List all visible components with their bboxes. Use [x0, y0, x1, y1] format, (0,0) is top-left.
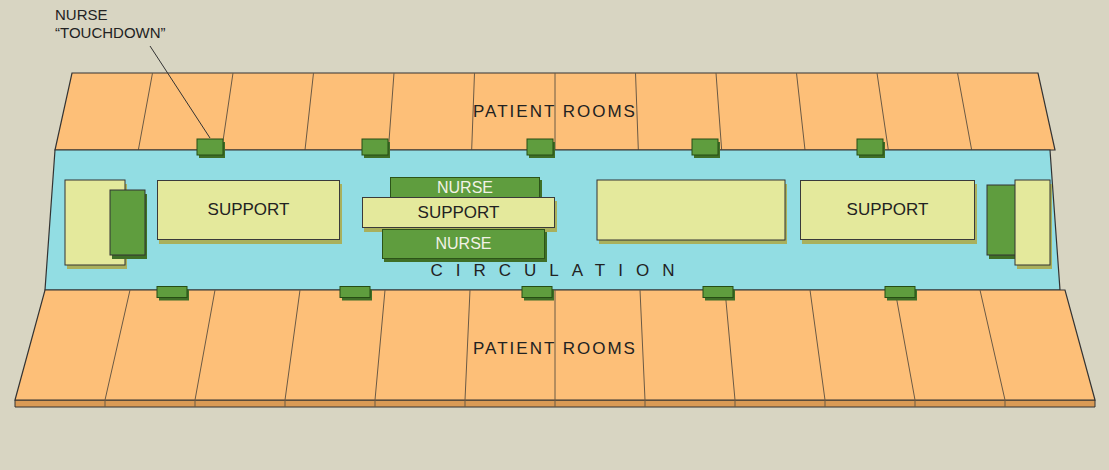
room-divider	[716, 73, 722, 150]
room-divider	[285, 290, 300, 400]
room-divider	[465, 400, 466, 407]
box-label: NURSE	[435, 235, 491, 253]
touchdown-side	[859, 142, 885, 158]
band-front-face	[15, 400, 1095, 407]
unlabelled-block	[110, 190, 145, 255]
room-divider	[375, 400, 376, 407]
touchdown-side	[694, 142, 720, 158]
room-divider	[105, 400, 106, 407]
room-divider	[222, 73, 233, 150]
band-surface	[55, 73, 1055, 150]
box-label: SUPPORT	[418, 203, 500, 223]
callout-label: NURSE “TOUCHDOWN”	[55, 6, 175, 42]
nurse-touchdown	[522, 287, 552, 298]
room-divider	[640, 290, 645, 400]
nurse-touchdown	[857, 139, 883, 155]
room-divider	[388, 73, 394, 150]
nurse-station: NURSE	[390, 177, 540, 199]
patient-rooms-band: PATIENT ROOMS	[55, 73, 1055, 150]
room-divider	[375, 290, 385, 400]
room-divider	[645, 400, 646, 407]
unlabelled-block	[1015, 180, 1050, 265]
support-box: SUPPORT	[157, 180, 340, 240]
room-divider	[1005, 400, 1006, 407]
unlabelled-block	[597, 180, 785, 240]
patient-rooms-band: PATIENT ROOMS	[15, 290, 1095, 407]
room-divider	[877, 73, 888, 150]
room-divider	[958, 73, 972, 150]
room-divider	[285, 400, 286, 407]
room-divider	[735, 400, 736, 407]
circulation-band: CIRCULATIONSUPPORTNURSESUPPORTNURSESUPPO…	[45, 150, 1060, 290]
touchdown-side	[529, 142, 555, 158]
nurse-touchdown	[197, 139, 223, 155]
nurse-touchdown	[340, 287, 370, 298]
room-divider	[105, 290, 130, 400]
touchdown-side	[887, 290, 917, 301]
band-surface	[15, 290, 1095, 400]
room-divider	[725, 290, 735, 400]
box-label: SUPPORT	[847, 200, 929, 220]
room-divider	[895, 290, 915, 400]
room-divider	[825, 400, 826, 407]
support-box: SUPPORT	[800, 180, 975, 240]
nurse-touchdown	[362, 139, 388, 155]
touchdown-side	[524, 290, 554, 301]
leader-line	[150, 46, 210, 138]
room-divider	[465, 290, 470, 400]
nurse-touchdown	[703, 287, 733, 298]
support-box: SUPPORT	[362, 197, 555, 228]
touchdown-side	[199, 142, 225, 158]
band-label: PATIENT ROOMS	[473, 102, 637, 122]
touchdown-side	[342, 290, 372, 301]
nurse-touchdown	[527, 139, 553, 155]
touchdown-side	[159, 290, 189, 301]
room-divider	[915, 400, 916, 407]
touchdown-side	[364, 142, 390, 158]
nurse-touchdown	[692, 139, 718, 155]
nurse-touchdown	[885, 287, 915, 298]
touchdown-side	[705, 290, 735, 301]
room-divider	[980, 290, 1005, 400]
room-divider	[195, 400, 196, 407]
room-divider	[797, 73, 806, 150]
room-divider	[555, 400, 556, 407]
nurse-touchdown	[157, 287, 187, 298]
room-divider	[810, 290, 825, 400]
nurse-station: NURSE	[382, 229, 545, 259]
room-divider	[305, 73, 314, 150]
band-label: PATIENT ROOMS	[473, 339, 637, 359]
band-label: CIRCULATION	[45, 261, 1073, 281]
box-label: NURSE	[437, 179, 493, 197]
room-divider	[195, 290, 215, 400]
box-label: SUPPORT	[208, 200, 290, 220]
room-divider	[138, 73, 152, 150]
